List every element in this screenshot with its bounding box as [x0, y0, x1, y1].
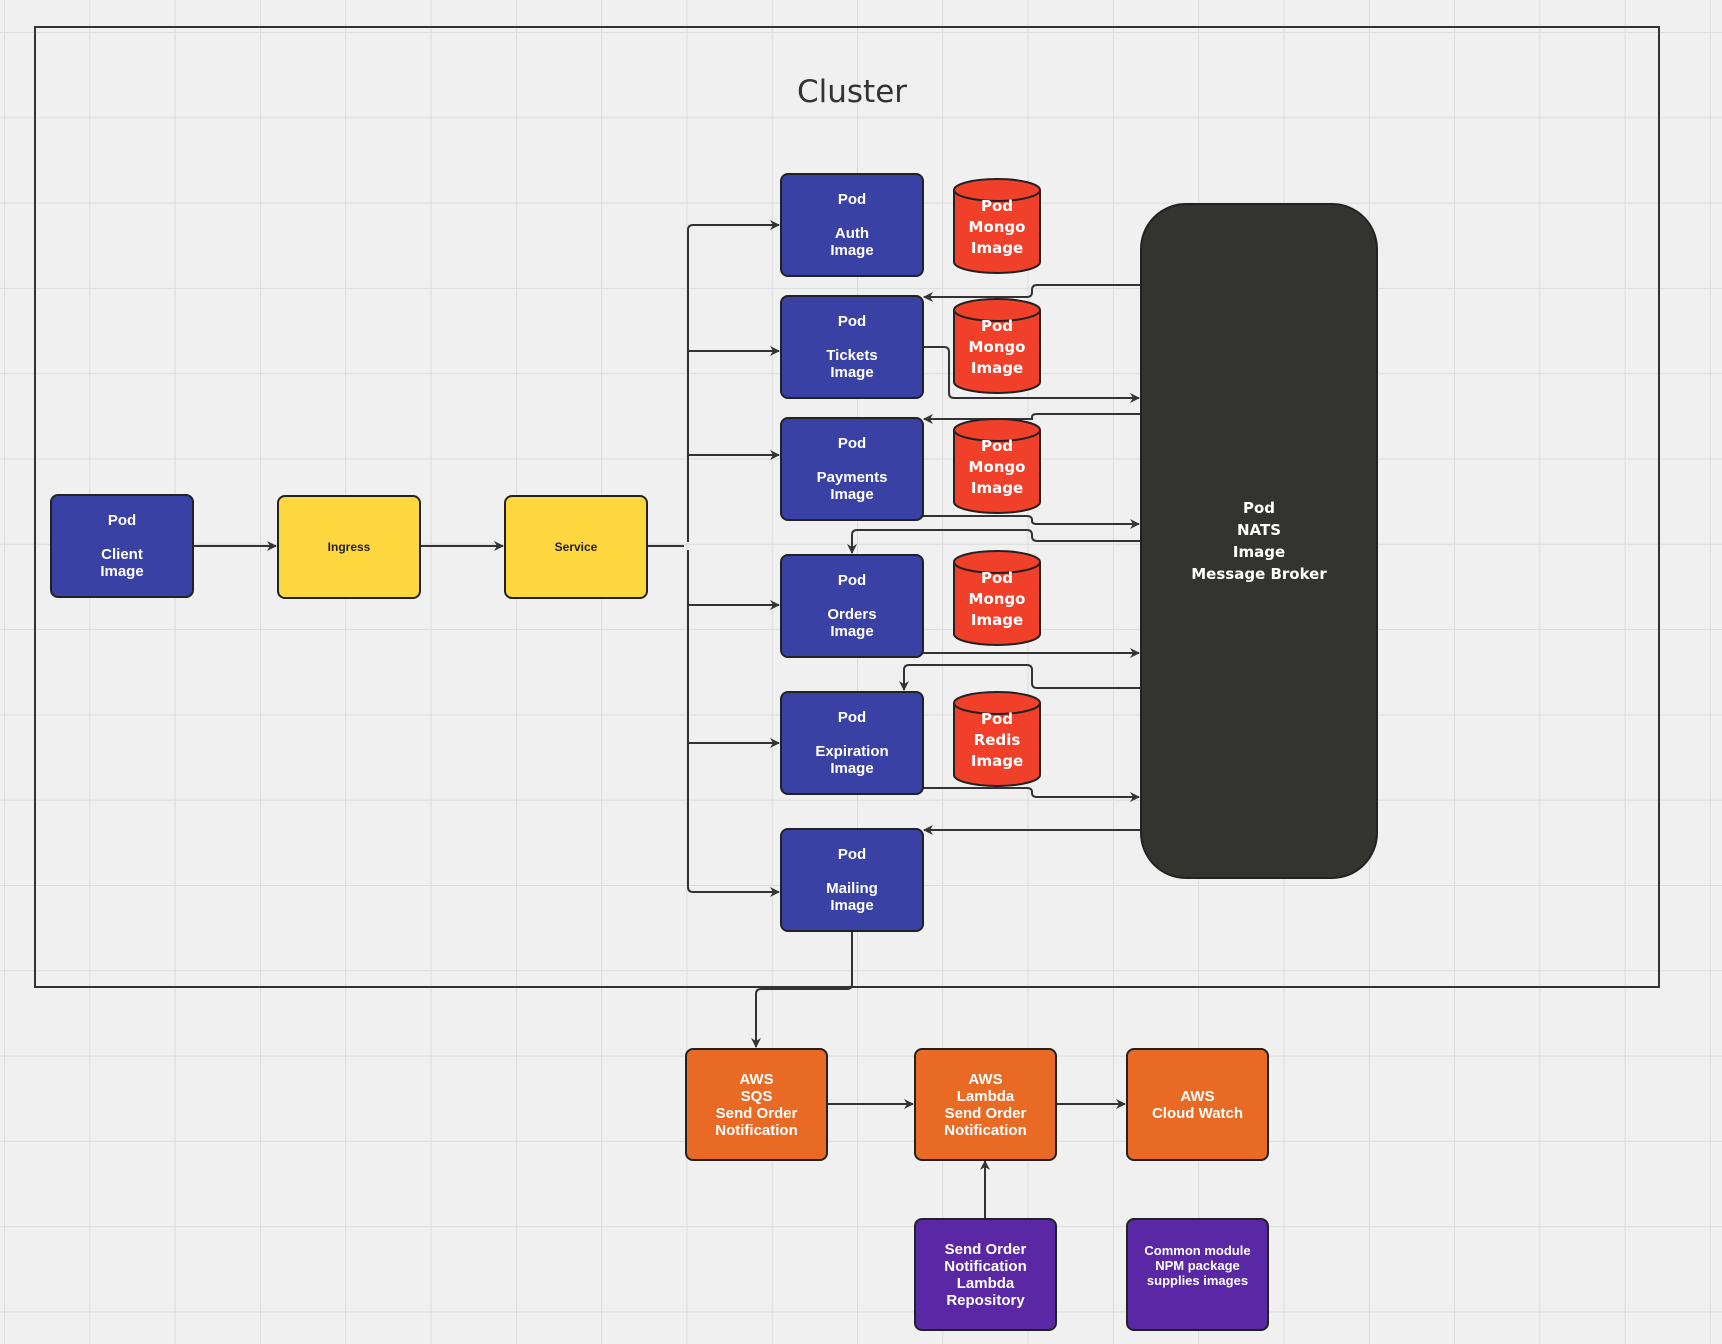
auth-pod[interactable]: Pod Auth Image [780, 173, 924, 277]
client-pod-label: Pod Client Image [100, 512, 144, 580]
payments-pod-label: Pod Payments Image [816, 435, 888, 503]
common-module-node[interactable]: Common module NPM package supplies image… [1126, 1218, 1269, 1331]
lambda-repository-node[interactable]: Send Order Notification Lambda Repositor… [914, 1218, 1057, 1331]
tickets-pod[interactable]: Pod Tickets Image [780, 295, 924, 399]
expiration-db-cylinder[interactable]: Pod Redis Image [953, 691, 1041, 787]
payments-pod[interactable]: Pod Payments Image [780, 417, 924, 521]
orders-db-label: Pod Mongo Image [968, 569, 1026, 629]
auth-pod-label: Pod Auth Image [830, 191, 874, 259]
aws-cloudwatch-label: AWS Cloud Watch [1151, 1087, 1244, 1122]
aws-lambda-label: AWS Lambda Send Order Notification [944, 1070, 1027, 1139]
aws-sqs-node[interactable]: AWS SQS Send Order Notification [685, 1048, 828, 1161]
nats-label: Pod NATS Image Message Broker [1191, 499, 1327, 583]
aws-lambda-node[interactable]: AWS Lambda Send Order Notification [914, 1048, 1057, 1161]
database-icon [953, 298, 1041, 394]
mailing-pod[interactable]: Pod Mailing Image [780, 828, 924, 932]
auth-db-label: Pod Mongo Image [968, 197, 1026, 257]
common-module-label: Common module NPM package supplies image… [1144, 1243, 1251, 1288]
lambda-repository-label: Send Order Notification Lambda Repositor… [944, 1240, 1027, 1309]
orders-db-cylinder[interactable]: Pod Mongo Image [953, 550, 1041, 646]
auth-db-cylinder[interactable]: Pod Mongo Image [953, 178, 1041, 274]
database-icon [953, 178, 1041, 274]
database-icon [953, 418, 1041, 514]
tickets-db-label: Pod Mongo Image [968, 317, 1026, 377]
database-icon [953, 550, 1041, 646]
orders-pod[interactable]: Pod Orders Image [780, 554, 924, 658]
cluster-title: Cluster [797, 74, 908, 110]
expiration-pod-label: Pod Expiration Image [815, 709, 889, 777]
tickets-db-cylinder[interactable]: Pod Mongo Image [953, 298, 1041, 394]
mailing-pod-label: Pod Mailing Image [826, 846, 878, 914]
client-pod[interactable]: Pod Client Image [50, 494, 194, 598]
service-label: Service [554, 539, 598, 554]
payments-db-label: Pod Mongo Image [968, 437, 1026, 497]
database-icon [953, 691, 1041, 787]
ingress-node[interactable]: Ingress [277, 495, 421, 599]
orders-pod-label: Pod Orders Image [827, 572, 877, 640]
aws-cloudwatch-node[interactable]: AWS Cloud Watch [1126, 1048, 1269, 1161]
service-node[interactable]: Service [504, 495, 648, 599]
ingress-label: Ingress [327, 539, 371, 554]
aws-sqs-label: AWS SQS Send Order Notification [715, 1070, 798, 1139]
nats-broker-pod[interactable]: Pod NATS Image Message Broker [1140, 203, 1378, 879]
tickets-pod-label: Pod Tickets Image [826, 313, 878, 381]
expiration-pod[interactable]: Pod Expiration Image [780, 691, 924, 795]
expiration-db-label: Pod Redis Image [970, 710, 1024, 770]
payments-db-cylinder[interactable]: Pod Mongo Image [953, 418, 1041, 514]
